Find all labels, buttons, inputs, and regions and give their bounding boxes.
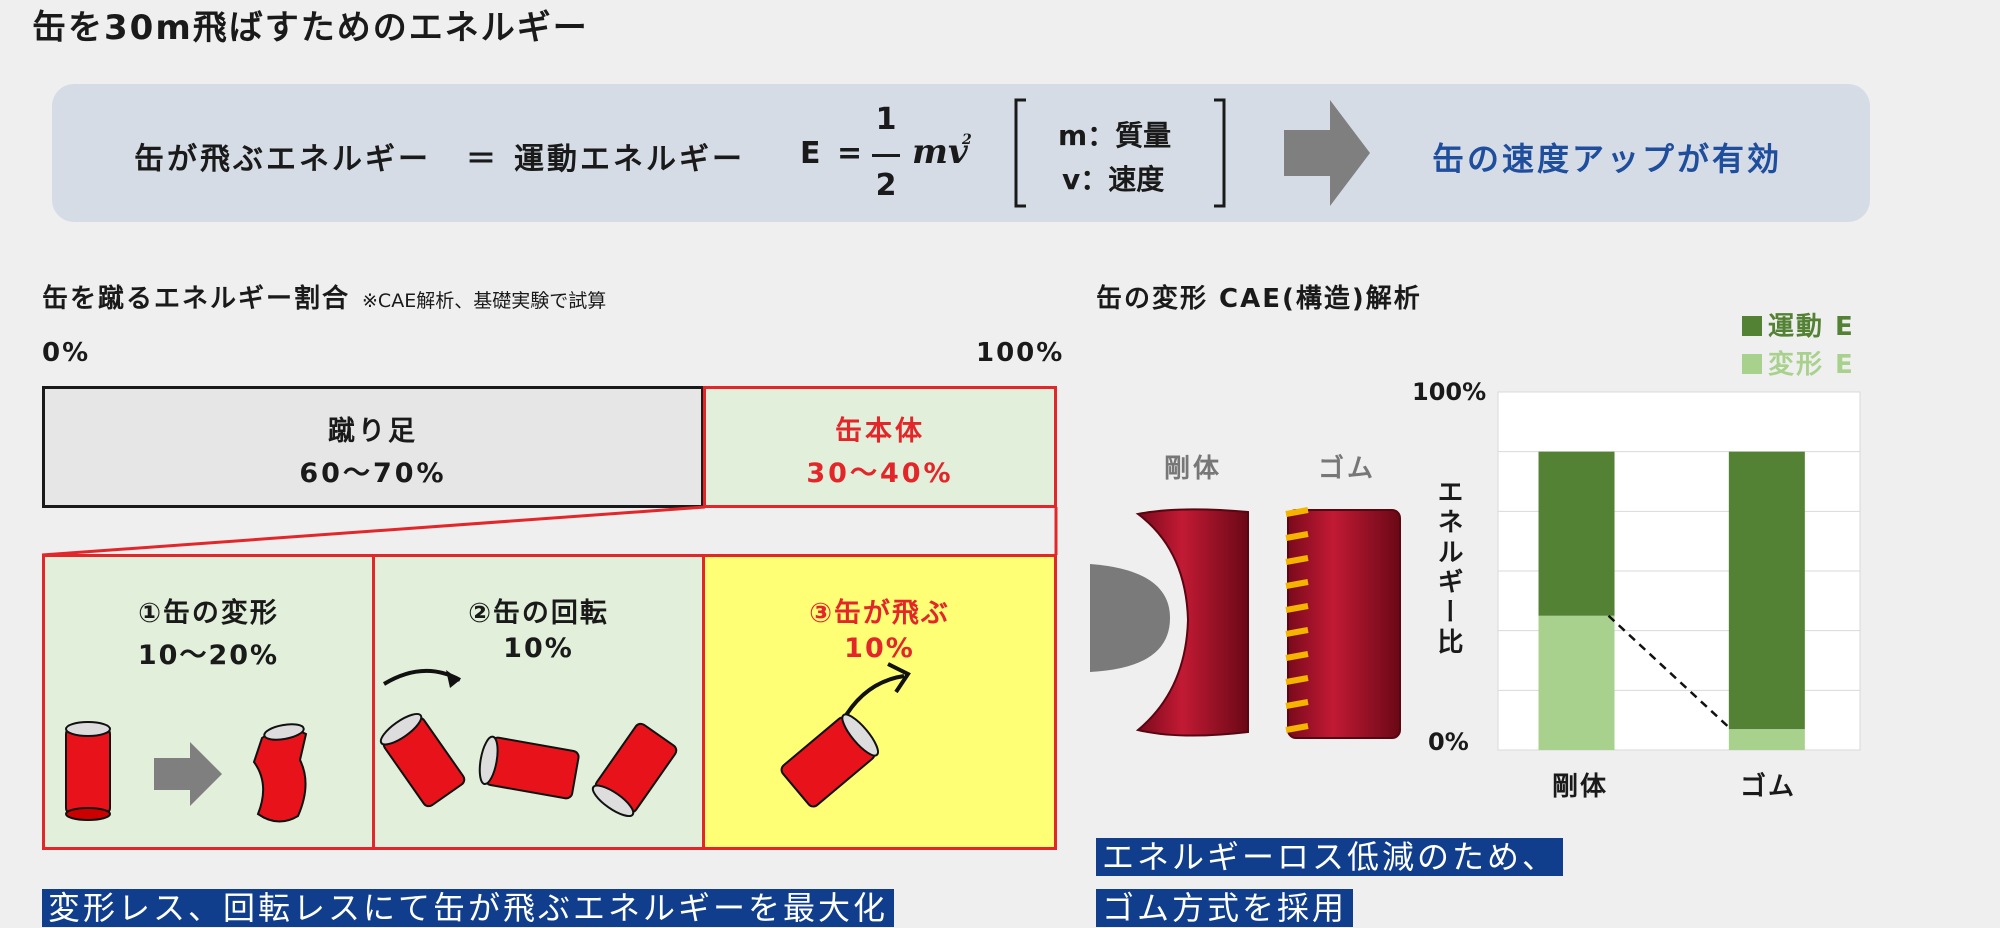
formula-exponent: 2 [962,132,972,148]
can-body-value: 30〜40% [806,458,954,489]
legend-deform-swatch [1742,354,1762,374]
xcat-rubber: ゴム [1739,772,1796,802]
rotate-value: 10% [503,633,574,664]
foot-label: 蹴り足 [328,416,418,447]
fly-box: ③缶が飛ぶ 10% [702,554,1057,850]
legend-deform-label: 変形 E [1768,350,1855,380]
fraction-line [872,154,900,157]
cae-conclusion-1: エネルギーロス低減のため、 [1096,838,1564,876]
bar-deform-1 [1728,729,1805,750]
can-flying-icon [780,713,879,808]
pct-right: 100% [976,338,1065,368]
rigid-label: 剛体 [1164,454,1223,484]
stacked-bar-chart [1497,391,1861,751]
flight-arrow-icon [840,674,905,723]
cae-heading: 缶の変形 CAE(構造)解析 [1096,284,1422,314]
can-tilted-icon [379,712,466,808]
can-crushed-icon [252,723,308,823]
arrow-right-icon [1284,100,1370,206]
legend-kinetic: 運動 E [1742,306,1855,343]
rotate-illustration [379,669,678,818]
formula-lhs: 缶が飛ぶエネルギー [134,142,431,177]
zoom-lines [41,505,1058,557]
ytick-100: 100% [1412,378,1487,406]
legend-deform: 変形 E [1742,344,1855,381]
ratio-conclusion: 変形レス、回転レスにて缶が飛ぶエネルギーを最大化 [42,889,895,927]
ytick-0: 0% [1428,728,1469,756]
bar-kinetic-0 [1538,451,1615,616]
can-flipped-icon [591,722,678,818]
legend-kinetic-label: 運動 E [1768,312,1855,342]
xcat-rigid: 剛体 [1551,772,1608,802]
pct-left: 0% [42,338,91,368]
can-undeformed-icon [1287,509,1401,739]
rotate-box: ②缶の回転 10% [372,554,705,850]
can-body-box: 缶本体 30〜40% [703,386,1057,508]
deform-box: ①缶の変形 10〜20% [42,554,375,850]
rubber-label: ゴム [1318,454,1377,484]
rubber-layer-icon [1285,507,1309,733]
definition-brackets [1014,98,1226,208]
bar-deform-0 [1538,615,1615,750]
fraction-denominator: 2 [875,168,897,203]
deform-value: 10〜20% [137,640,280,671]
formula-rhs: 運動エネルギー [514,142,745,177]
v-definition: v：速度 [1062,163,1165,196]
formula-equals: ＝ [466,142,499,177]
cae-illustration [1090,507,1401,739]
formula-mv: mv [912,132,968,172]
can-body-label: 缶本体 [835,416,925,447]
deform-illustration [65,721,308,823]
formula-panel [52,84,1870,222]
bar-kinetic-1 [1728,451,1805,730]
ratio-heading: 缶を蹴るエネルギー割合 ※CAE解析、基礎実験で試算 [42,278,606,315]
ratio-note: ※CAE解析、基礎実験で試算 [362,290,607,312]
can-upright-icon [65,721,111,821]
rotate-label: ②缶の回転 [468,598,609,629]
cae-conclusion-2: ゴム方式を採用 [1096,889,1354,927]
fly-value: 10% [844,633,915,664]
deform-label: ①缶の変形 [138,598,279,629]
fly-illustration [780,662,911,808]
foot-box: 蹴り足 60〜70% [42,386,704,508]
arrow-right-icon [154,742,222,806]
formula-e-equals: E = [800,136,866,171]
ratio-heading-text: 缶を蹴るエネルギー割合 [42,284,351,314]
m-definition: m：質量 [1058,119,1172,152]
foot-value: 60〜70% [299,458,447,489]
fraction-numerator: 1 [875,102,897,137]
legend-kinetic-swatch [1742,316,1762,336]
can-dented-icon [1135,508,1249,737]
page-title: 缶を30m飛ばすためのエネルギー [32,8,589,48]
fly-label: ③缶が飛ぶ [809,598,950,629]
chart-ylabel: エネルギー比 [1433,478,1463,658]
can-sideways-icon [478,735,580,800]
formula-result: 缶の速度アップが有効 [1432,140,1783,178]
